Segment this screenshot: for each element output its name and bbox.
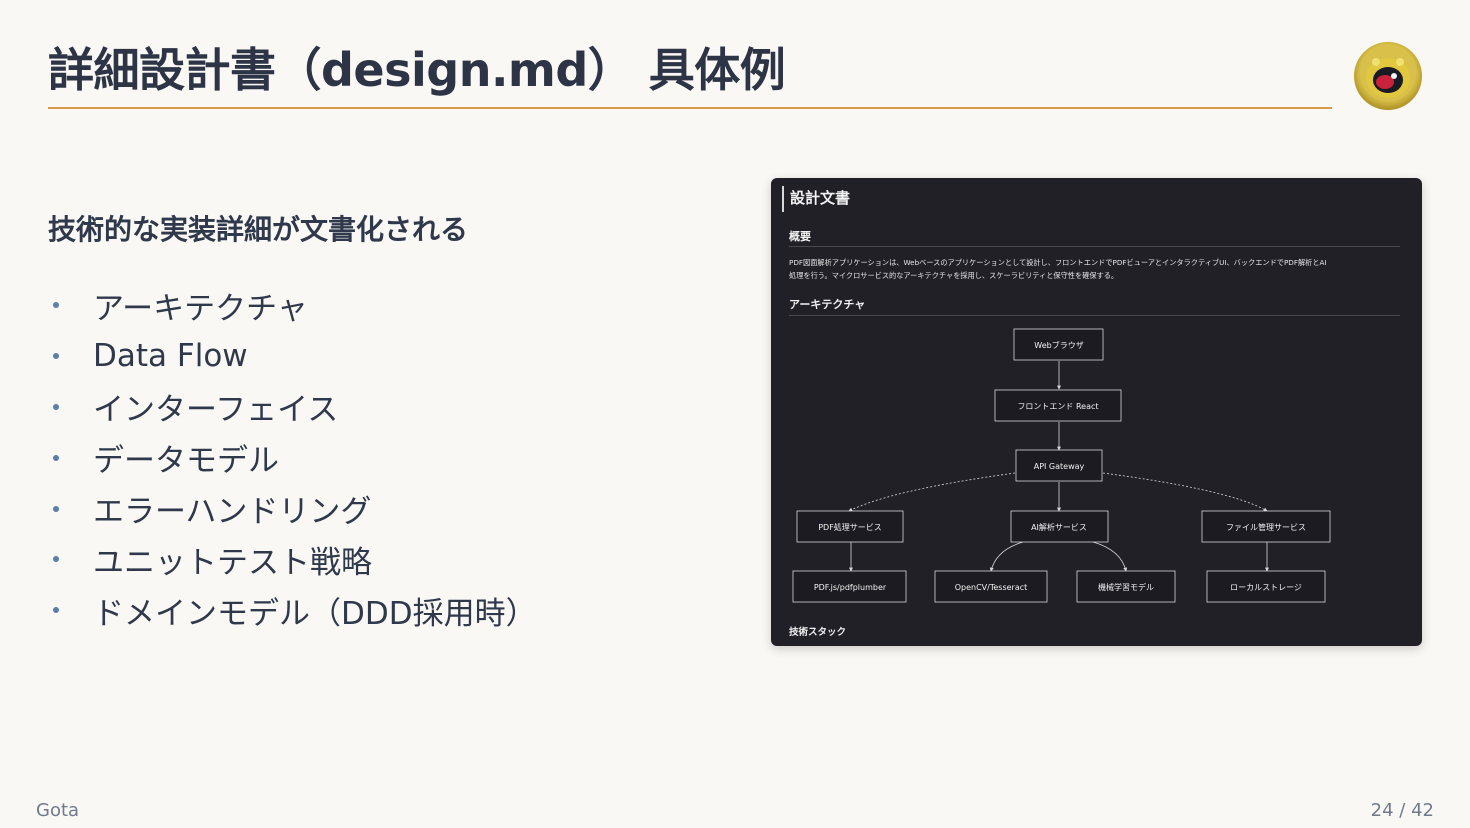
architecture-diagram: Webブラウザ フロントエンド React API Gateway PDF処理サ…: [792, 328, 1331, 603]
node-label-local-storage: ローカルストレージ: [1230, 583, 1302, 592]
edge-gateway-file: [1102, 472, 1268, 512]
overview-line: 処理を行う。マイクロサービス的なアーキテクチャを採用し、スケーラビリティと保守性…: [789, 271, 1119, 280]
avatar-icon: [1366, 58, 1410, 98]
node-label-opencv: OpenCV/Tesseract: [955, 583, 1028, 592]
list-item: アーキテクチャ: [48, 280, 537, 331]
list-item: ユニットテスト戦略: [48, 534, 537, 585]
edge-ai-opencv: [989, 541, 1024, 572]
avatar: [1354, 42, 1422, 110]
node-pdf-service: [796, 510, 904, 543]
node-file-service: [1201, 510, 1331, 543]
architecture-divider: [789, 315, 1400, 316]
title-divider: [48, 107, 1332, 109]
footer-author: Gota: [36, 800, 80, 821]
node-label-pdf-service: PDF処理サービス: [818, 522, 882, 532]
node-gateway: [1015, 449, 1103, 482]
edge-ai-ml: [1092, 541, 1128, 572]
list-item: エラーハンドリング: [48, 483, 537, 534]
node-browser: [1013, 328, 1104, 361]
design-doc-screenshot: 設計文書 概要 PDF図面解析アプリケーションは、Webベースのアプリケーション…: [771, 178, 1422, 646]
architecture-heading: アーキテクチャ: [789, 298, 866, 311]
bullet-text: ドメインモデル（DDD採用時）: [93, 595, 537, 632]
doc-heading: 設計文書: [782, 186, 850, 212]
node-pdfjs: [792, 570, 907, 603]
bullet-icon: [53, 556, 59, 563]
node-ml-model: [1076, 570, 1176, 603]
bullet-text: アーキテクチャ: [93, 290, 308, 327]
bullet-text: インターフェイス: [93, 392, 339, 429]
bullet-text: ユニットテスト戦略: [93, 544, 372, 581]
edge-gateway-pdf: [848, 472, 1016, 512]
overview-line: PDF図面解析アプリケーションは、Webベースのアプリケーションとして設計し、フ…: [789, 258, 1327, 267]
node-ai-service: [1010, 510, 1109, 543]
bullet-icon: [53, 403, 59, 410]
tech-stack-heading: 技術スタック: [789, 627, 847, 638]
node-label-frontend: フロントエンド React: [1017, 402, 1098, 411]
bullet-icon: [53, 302, 59, 309]
list-item: データモデル: [48, 432, 537, 483]
overview-divider: [789, 246, 1400, 247]
overview-text: PDF図面解析アプリケーションは、Webベースのアプリケーションとして設計し、フ…: [789, 256, 1400, 282]
node-label-ml-model: 機械学習モデル: [1098, 582, 1154, 592]
bullet-icon: [53, 607, 59, 614]
bullet-text: エラーハンドリング: [93, 494, 372, 531]
page-number: 24 / 42: [1370, 800, 1434, 821]
node-label-pdfjs: PDF.js/pdfplumber: [814, 583, 887, 592]
node-local-storage: [1206, 570, 1326, 603]
bullet-icon: [53, 454, 59, 461]
overview-heading: 概要: [789, 230, 811, 243]
bullet-text: データモデル: [93, 443, 279, 480]
node-opencv: [934, 570, 1048, 603]
node-label-gateway: API Gateway: [1034, 462, 1085, 471]
subheading: 技術的な実装詳細が文書化される: [48, 213, 469, 246]
node-label-ai-service: AI解析サービス: [1031, 522, 1087, 532]
node-frontend: [994, 389, 1122, 422]
slide-title: 詳細設計書（design.md） 具体例: [48, 43, 786, 97]
list-item: インターフェイス: [48, 382, 537, 433]
bullet-icon: [53, 353, 59, 360]
bullet-text: Data Flow: [93, 338, 248, 375]
bullet-icon: [53, 505, 59, 512]
node-label-file-service: ファイル管理サービス: [1226, 522, 1306, 532]
list-item: ドメインモデル（DDD採用時）: [48, 585, 537, 636]
bullet-list: アーキテクチャ Data Flow インターフェイス データモデル エラーハンド…: [48, 280, 537, 636]
list-item: Data Flow: [48, 331, 537, 382]
node-label-browser: Webブラウザ: [1034, 340, 1083, 350]
